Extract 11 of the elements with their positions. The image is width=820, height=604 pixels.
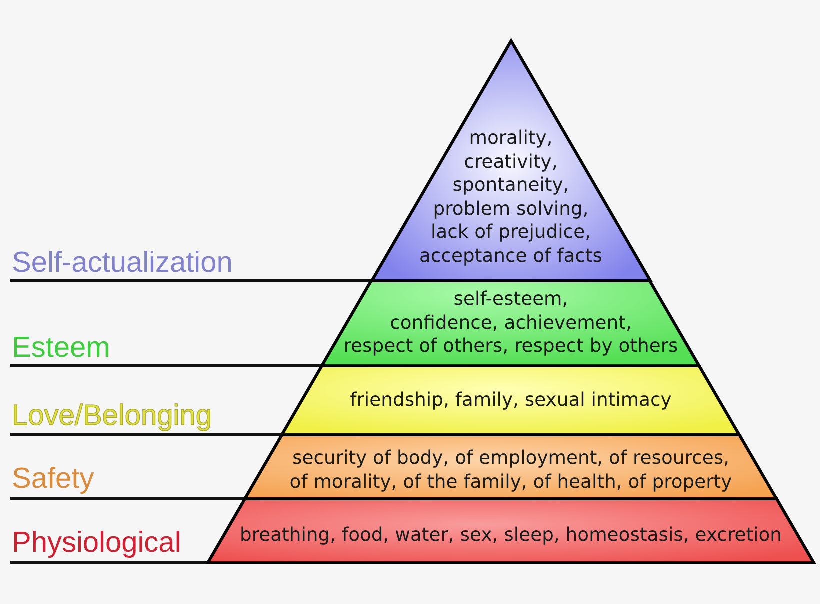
level-label: Self-actualization	[12, 247, 233, 279]
level-label: Esteem	[12, 332, 110, 364]
tier-text: morality, creativity, spontaneity, problem solving, lack of prejudice, acceptance of facts	[419, 128, 602, 267]
tier-text: friendship, family, sexual intimacy	[350, 390, 672, 411]
level-label: Safety	[12, 463, 94, 495]
tier-text: security of body, of employment, of resources, of morality, of the family, of health, of property	[290, 448, 732, 493]
pyramid-tier	[204, 495, 818, 567]
level-label: Love/Belonging	[12, 400, 212, 432]
level-label: Physiological	[12, 527, 182, 559]
tier-text: self-esteem, confidence, achievement, respect of others, respect by others	[344, 289, 678, 358]
tier-text: breathing, food, water, sex, sleep, homeostasis, excretion	[240, 525, 782, 546]
